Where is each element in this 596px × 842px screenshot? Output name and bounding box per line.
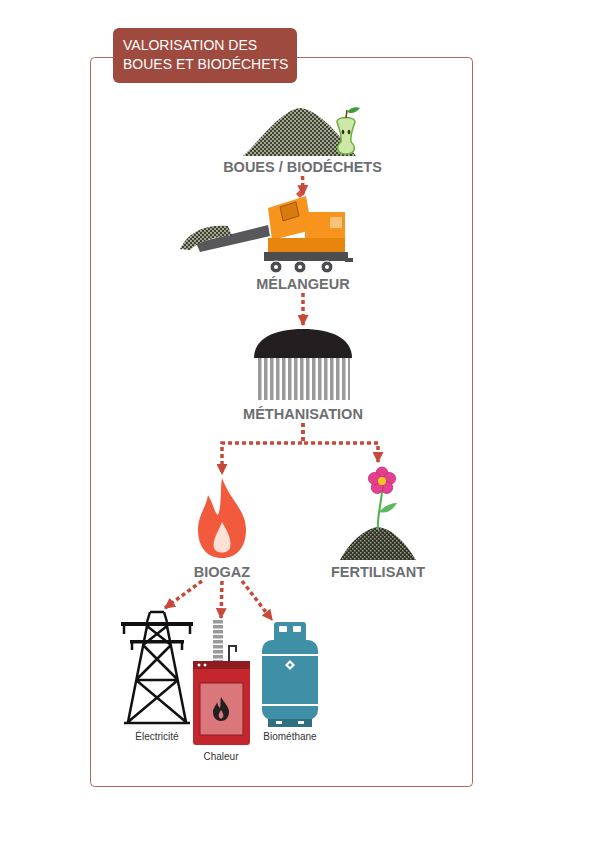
base-hole (276, 721, 282, 724)
falling-material (180, 226, 232, 250)
sludge-pile (243, 108, 356, 156)
flower-leaf (379, 503, 397, 513)
digester-tank (256, 358, 350, 400)
node-label: Électricité (135, 731, 178, 743)
process-node: Biométhane (258, 620, 322, 743)
process-node: MÉLANGEUR (213, 195, 393, 293)
collar-hole (279, 626, 287, 632)
process-node: Chaleur (191, 618, 251, 763)
node-label: Chaleur (203, 751, 238, 763)
bin-hatch (280, 202, 299, 221)
node-label: MÉLANGEUR (256, 276, 349, 293)
digester-dome (254, 329, 352, 358)
node-label: Biométhane (263, 731, 316, 743)
wheel-hub (298, 265, 302, 269)
process-node: BOUES / BIODÉCHETS (205, 100, 400, 176)
pylon-lattice (124, 612, 190, 723)
boiler-flame-core (219, 710, 224, 719)
flow-arrow (165, 581, 202, 608)
flame-core (214, 522, 231, 553)
wheel-hub (274, 265, 278, 269)
flow-arrow (221, 581, 222, 618)
process-node: FERTILISANT (318, 462, 438, 581)
frame (91, 58, 473, 787)
truck-wheel (321, 261, 333, 273)
truck-wheel (294, 261, 306, 273)
apple-seed (348, 130, 351, 134)
cab-window (330, 217, 342, 228)
base-hole (298, 721, 304, 724)
flow-arrow (303, 423, 378, 462)
truck-wheel (270, 261, 282, 273)
boiler-body (193, 661, 250, 745)
bottle-badge-core (288, 663, 292, 667)
bottle-collar (274, 622, 306, 642)
apple-core (337, 118, 355, 155)
bottle-base (268, 719, 312, 727)
flow-arrow (222, 423, 303, 474)
boiler-top-band (193, 661, 250, 669)
pylon-crossarm (130, 640, 184, 644)
wheel-hub (325, 265, 329, 269)
fertiliser-pile (340, 527, 416, 560)
flow-arrow (301, 293, 305, 325)
apple-leaf (347, 107, 360, 113)
bottle-band (262, 704, 318, 706)
pylon-crossarm (121, 622, 193, 626)
boiler-pipe (229, 646, 236, 661)
truck-body (268, 238, 345, 252)
process-node: Électricité (117, 608, 197, 743)
node-label: BIOGAZ (194, 564, 250, 581)
bottle-body (262, 640, 318, 720)
boiler-chimney (213, 620, 223, 662)
boiler-flame-icon (213, 697, 229, 721)
node-label: FERTILISANT (331, 564, 425, 581)
bottle-badge (285, 660, 295, 670)
node-label: MÉTHANISATION (243, 406, 363, 423)
flower-center (378, 477, 386, 485)
process-node: BIOGAZ (182, 474, 262, 581)
diagram-title: VALORISATION DES BOUES ET BIODÉCHETS (123, 36, 298, 74)
truck-hitch (345, 258, 353, 262)
truck-chassis (264, 252, 348, 261)
apple-stem (346, 110, 347, 118)
collar-hole (293, 626, 301, 632)
boiler-panel (200, 683, 243, 735)
bin-marker (296, 190, 304, 198)
biogas-flame (198, 478, 246, 558)
title-tab (113, 28, 297, 83)
boiler-indicator (198, 664, 201, 667)
apple-seed (342, 130, 345, 134)
flow-arrow (242, 581, 272, 620)
bottle-band (262, 654, 318, 656)
node-label: BOUES / BIODÉCHETS (223, 159, 382, 176)
boiler-indicator (204, 664, 207, 667)
process-node: MÉTHANISATION (228, 325, 378, 423)
flow-arrow (301, 176, 305, 195)
